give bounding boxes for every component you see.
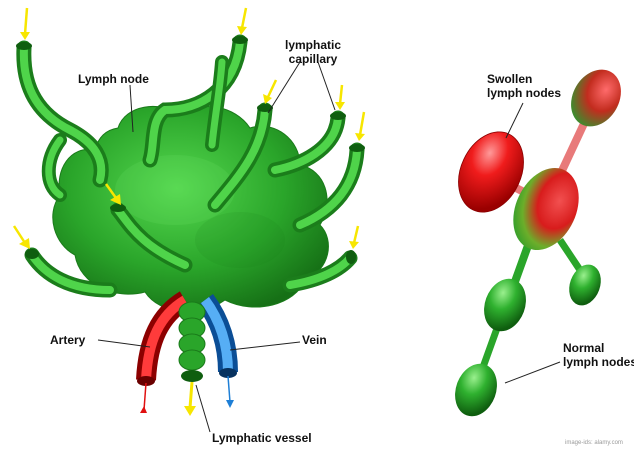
- swollen-node-top: [561, 61, 631, 136]
- label-swollen-line2: lymph nodes: [487, 86, 561, 100]
- artery: [137, 300, 185, 413]
- label-artery: Artery: [50, 333, 85, 347]
- label-lymphatic-capillary-line2: capillary: [285, 52, 341, 66]
- arrow-icon: [349, 226, 359, 249]
- arrow-icon: [263, 80, 276, 104]
- label-lymphatic-vessel: Lymphatic vessel: [212, 431, 312, 445]
- label-swollen-lymph-nodes: Swollen lymph nodes: [487, 72, 561, 100]
- label-vein: Vein: [302, 333, 327, 347]
- arrow-icon: [237, 8, 247, 35]
- connector-right: [560, 240, 580, 270]
- lymphatic-vessel: [179, 302, 205, 416]
- label-swollen-line1: Swollen: [487, 72, 561, 86]
- arrow-icon: [335, 85, 345, 110]
- vein: [205, 300, 237, 408]
- normal-node-bottom: [448, 358, 504, 422]
- arrow-icon: [14, 226, 30, 249]
- label-lymphatic-capillary: lymphatic capillary: [285, 38, 341, 66]
- label-lymphatic-capillary-line1: lymphatic: [285, 38, 341, 52]
- label-normal-line1: Normal: [563, 341, 634, 355]
- label-normal-line2: lymph nodes: [563, 355, 634, 369]
- arrow-icon: [355, 112, 365, 141]
- normal-node-small: [564, 260, 607, 310]
- watermark: image-ids: alamy.com: [565, 440, 623, 446]
- label-lymph-node: Lymph node: [78, 72, 149, 86]
- normal-node-middle: [477, 273, 533, 337]
- capillary-tube-2: [49, 140, 60, 195]
- label-normal-lymph-nodes: Normal lymph nodes: [563, 341, 634, 369]
- arrow-icon: [20, 8, 30, 40]
